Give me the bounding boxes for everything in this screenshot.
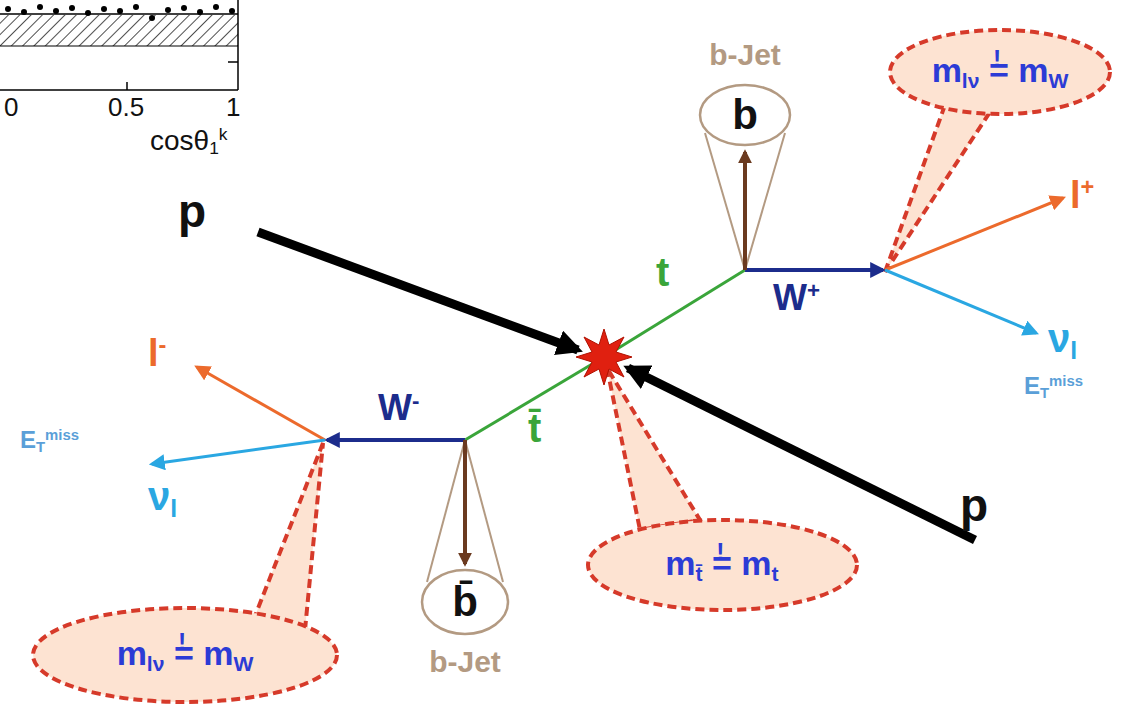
callout-ellipse <box>33 608 337 702</box>
b-quark-arrow <box>743 152 747 270</box>
top-quark-line <box>604 270 745 357</box>
collision-star <box>576 329 632 385</box>
tick-label: 0 <box>4 94 18 120</box>
callout-ellipse <box>890 30 1110 114</box>
text-part: - <box>412 388 419 413</box>
text-part: T <box>36 439 45 455</box>
neutrino-arrow <box>885 270 1036 333</box>
text-part: l <box>170 495 177 522</box>
w-boson-line <box>745 268 883 272</box>
text-part: W <box>1048 69 1068 92</box>
quark-symbol: b <box>732 94 758 136</box>
hatched-band <box>0 15 238 46</box>
plot-axis <box>0 89 238 91</box>
jet-label: b-Jet <box>429 647 501 677</box>
particle-label: l- <box>148 334 166 372</box>
text-part: 1 <box>209 138 219 158</box>
particle-label: l+ <box>1070 176 1094 214</box>
jet-cone <box>745 133 785 270</box>
b-quark-arrow <box>463 440 467 564</box>
text-part: lν <box>962 69 980 92</box>
constraint-callout: mlν != mW <box>887 27 1113 117</box>
lepton-arrow <box>885 198 1063 270</box>
missing-energy-label: ETmiss <box>1024 374 1083 401</box>
text-part: W <box>233 652 253 675</box>
text-part: + <box>807 278 820 303</box>
text-part: - <box>159 332 167 358</box>
jet-cone <box>705 133 745 270</box>
plot-line <box>0 46 238 47</box>
b-jet-circle: b̄b-Jet <box>419 567 511 637</box>
tick-label: 0.5 <box>108 94 144 120</box>
constraint-callout: mlν != mW <box>30 605 340 705</box>
text-part: + <box>1081 174 1095 200</box>
jet-cone <box>427 440 465 582</box>
particle-label: νl <box>148 476 177 522</box>
data-points <box>5 4 235 21</box>
w-boson-line <box>327 438 465 442</box>
axis-tick <box>228 61 238 63</box>
jet-ellipse <box>422 570 508 634</box>
constraint-text: mlν != mW <box>932 53 1069 91</box>
proton-beam <box>628 368 975 540</box>
particle-label: W+ <box>773 280 820 316</box>
lepton-arrow <box>197 367 325 440</box>
text-part: k <box>219 124 228 144</box>
neutrino-arrow <box>152 440 325 464</box>
b-jet-circle: b-Jetb <box>697 82 793 148</box>
particle-label: t <box>656 252 669 292</box>
callout-tail <box>885 105 990 272</box>
axis-tick <box>126 82 128 90</box>
missing-energy-label: ETmiss <box>20 428 79 455</box>
jet-cone <box>465 440 503 582</box>
jet-ellipse <box>700 85 790 145</box>
text-part: t <box>772 562 779 585</box>
text-part: t̄ <box>696 562 703 585</box>
text-part: miss <box>45 427 79 443</box>
proton-beam <box>258 232 578 350</box>
callout-tail <box>255 443 323 630</box>
text-part: l <box>1070 337 1077 364</box>
text-part: T <box>1040 385 1049 401</box>
constraint-text: mt̄ != mt <box>665 546 778 584</box>
text-part: lν <box>147 652 165 675</box>
axis-title: cosθ1k <box>150 126 228 158</box>
particle-label: W- <box>378 390 419 426</box>
particle-label: t̄ <box>528 408 541 448</box>
constraint-text: mlν != mW <box>117 636 254 674</box>
particle-label: p <box>178 188 206 234</box>
tick-label: 1 <box>226 94 240 120</box>
text-part: miss <box>1049 373 1083 389</box>
quark-symbol: b̄ <box>452 581 478 623</box>
callout-ellipse <box>588 520 857 610</box>
jet-label: b-Jet <box>709 40 781 70</box>
particle-label: νl <box>1048 318 1077 364</box>
plot-fragment <box>0 0 238 90</box>
plot-frame <box>237 0 239 90</box>
particle-label: p <box>960 482 988 528</box>
constraint-callout: mt̄ != mt <box>585 517 860 613</box>
